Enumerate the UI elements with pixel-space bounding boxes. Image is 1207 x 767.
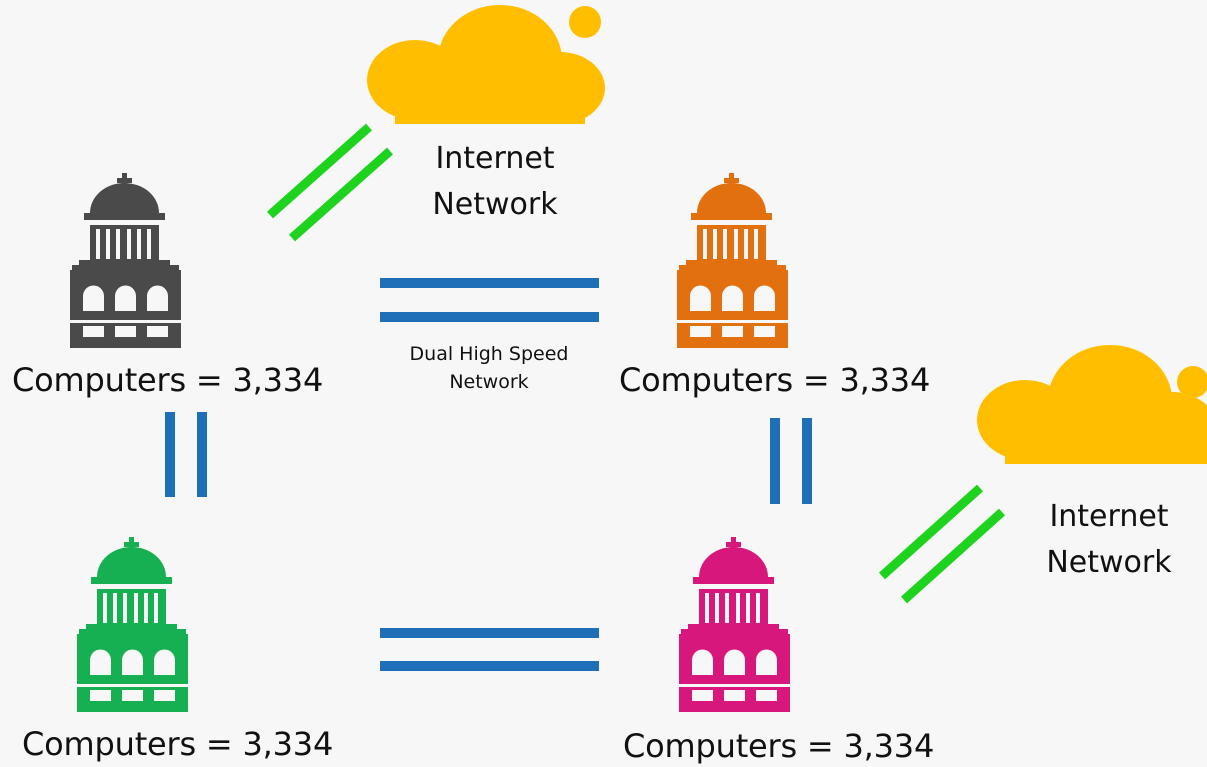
high-speed-link-label-line1: Dual High Speed — [409, 343, 569, 365]
cloud-label-right: Internet Network — [1034, 494, 1184, 586]
cloud-label-right-line1: Internet — [1049, 499, 1169, 534]
cloud-label-top-line2: Network — [432, 187, 558, 222]
cloud-label-top: Internet Network — [420, 136, 570, 228]
computers-label-top-right: Computers = 3,334 — [619, 361, 931, 399]
computers-label-bottom-right: Computers = 3,334 — [623, 727, 935, 765]
cloud-icon — [977, 345, 1207, 464]
high-speed-link-label: Dual High Speed Network — [378, 340, 600, 396]
building-icon — [677, 173, 788, 348]
computers-label-top-left: Computers = 3,334 — [12, 361, 324, 399]
link-right-vertical — [770, 418, 812, 504]
cloud-label-right-line2: Network — [1046, 545, 1172, 580]
link-left-vertical — [165, 412, 207, 497]
high-speed-link-label-line2: Network — [449, 371, 529, 393]
cloud-label-top-line1: Internet — [435, 141, 555, 176]
cloud-icon — [367, 5, 605, 124]
internet-link-top — [267, 123, 393, 242]
building-icon — [679, 537, 790, 712]
link-bottom-horizontal — [380, 628, 599, 671]
building-icon — [70, 173, 181, 348]
internet-link-right — [878, 484, 1006, 604]
computers-label-bottom-left: Computers = 3,334 — [22, 725, 334, 763]
link-top-horizontal — [380, 278, 599, 322]
building-icon — [77, 537, 188, 712]
